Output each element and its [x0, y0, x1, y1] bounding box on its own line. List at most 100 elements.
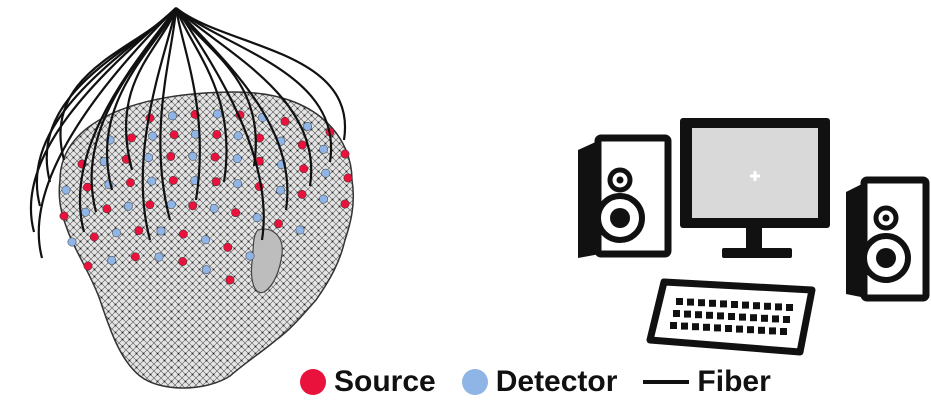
source-optode [300, 165, 308, 173]
source-optode [146, 201, 154, 209]
keyboard-key [739, 314, 746, 321]
detector-optode [319, 195, 327, 203]
source-optode [274, 220, 282, 228]
source-optode [126, 178, 134, 186]
source-optode [189, 202, 197, 210]
source-optode [60, 212, 68, 220]
legend-item-detector: Detector [462, 367, 618, 397]
source-optode [224, 243, 232, 251]
source-optode [226, 276, 234, 284]
right-speaker-icon [846, 180, 926, 298]
keyboard-key [673, 310, 680, 317]
head-mesh-icon [59, 92, 353, 388]
source-optode [344, 174, 352, 182]
source-optode [103, 205, 111, 213]
source-optode [131, 253, 139, 261]
keyboard-key [761, 315, 768, 322]
keyboard-key [684, 311, 691, 318]
source-optode [341, 150, 349, 158]
detector-optode [112, 229, 120, 237]
detector-optode [253, 214, 261, 222]
keyboard-key [720, 300, 727, 307]
legend-item-source: Source [300, 367, 436, 397]
source-optode [127, 134, 135, 142]
monitor-icon [680, 118, 830, 258]
detector-optode [210, 204, 218, 212]
keyboard-key [747, 326, 754, 333]
detector-optode [233, 154, 241, 162]
source-optode [135, 226, 143, 234]
detector-optode [213, 110, 221, 118]
left-speaker-icon [578, 138, 668, 258]
detector-optode [168, 112, 176, 120]
detector-optode [62, 186, 70, 194]
keyboard-key [775, 303, 782, 310]
keyboard-key [772, 315, 779, 322]
keyboard-key [780, 328, 787, 335]
detector-optode [201, 236, 209, 244]
keyboard-icon [650, 282, 812, 352]
detector-optode [246, 252, 254, 260]
detector-optode [149, 132, 157, 140]
detector-optode [189, 152, 197, 160]
source-optode [167, 152, 175, 160]
source-optode [179, 257, 187, 265]
fiber-line-icon [643, 380, 689, 384]
detector-optode [167, 200, 175, 208]
source-optode [170, 131, 178, 139]
keyboard-key [670, 322, 677, 329]
source-optode [83, 183, 91, 191]
keyboard-key [703, 324, 710, 331]
source-optode [212, 178, 220, 186]
detector-optode [234, 132, 242, 140]
source-optode [211, 153, 219, 161]
source-optode [90, 233, 98, 241]
detector-optode [155, 253, 163, 261]
detector-optode [234, 180, 242, 188]
detector-optode [296, 226, 304, 234]
keyboard-key [731, 301, 738, 308]
keyboard-key [786, 304, 793, 311]
keyboard-key [695, 311, 702, 318]
detector-optode [144, 153, 152, 161]
keyboard-key [758, 327, 765, 334]
detector-optode [157, 227, 165, 235]
keyboard-key [753, 302, 760, 309]
keyboard-key [709, 300, 716, 307]
detector-optode [276, 186, 284, 194]
legend-item-fiber: Fiber [643, 367, 770, 397]
keyboard-key [706, 312, 713, 319]
keyboard-key [714, 324, 721, 331]
keyboard-key [692, 323, 699, 330]
source-optode [169, 176, 177, 184]
detector-optode [68, 238, 76, 246]
source-dot-icon [300, 369, 326, 395]
source-optode [84, 262, 92, 270]
keyboard-key [728, 313, 735, 320]
detector-optode [303, 122, 311, 130]
detector-optode [81, 208, 89, 216]
source-optode [298, 190, 306, 198]
source-optode [213, 130, 221, 138]
legend: Source Detector Fiber [300, 362, 797, 402]
detector-optode [108, 256, 116, 264]
detector-optode [322, 169, 330, 177]
keyboard-key [764, 303, 771, 310]
keyboard-key [687, 299, 694, 306]
keyboard-key [783, 316, 790, 323]
keyboard-key [742, 302, 749, 309]
source-optode [179, 230, 187, 238]
source-optode [281, 117, 289, 125]
detector-optode [202, 266, 210, 274]
legend-label-detector: Detector [496, 367, 618, 397]
detector-dot-icon [462, 369, 488, 395]
keyboard-key [717, 312, 724, 319]
keyboard-key [725, 325, 732, 332]
legend-label-fiber: Fiber [697, 367, 770, 397]
source-optode [298, 141, 306, 149]
keyboard-key [698, 299, 705, 306]
detector-optode [148, 177, 156, 185]
keyboard-key [676, 298, 683, 305]
keyboard-key [769, 327, 776, 334]
